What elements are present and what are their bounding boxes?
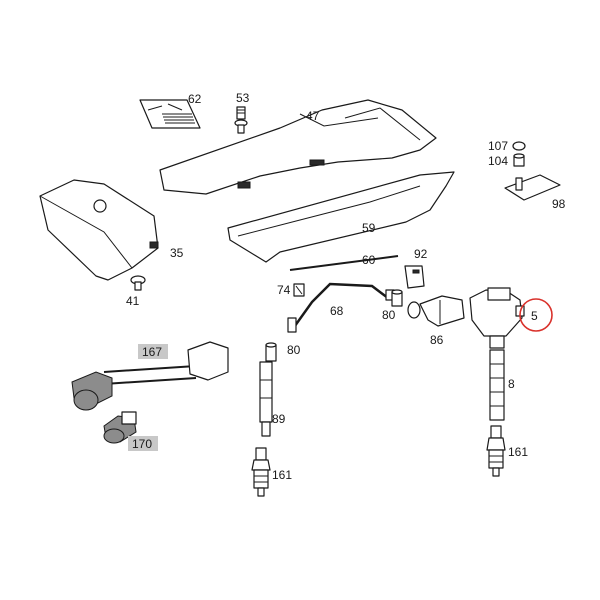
- callout-167[interactable]: 167: [142, 345, 162, 359]
- part-161-spark-plug-right[interactable]: [486, 425, 506, 477]
- part-80-sleeve-left[interactable]: [265, 342, 277, 362]
- part-53-screw[interactable]: [234, 106, 248, 134]
- callout-60[interactable]: 60: [362, 253, 376, 267]
- part-86-plug-connector[interactable]: [407, 295, 465, 327]
- part-59-cover-strip[interactable]: [227, 171, 455, 263]
- callout-59[interactable]: 59: [362, 221, 376, 235]
- part-41-bolt[interactable]: [130, 275, 146, 291]
- tag-170-background: [128, 436, 158, 451]
- part-74-clip[interactable]: [293, 283, 305, 297]
- part-80-sleeve-right[interactable]: [391, 289, 403, 307]
- callout-161-right[interactable]: 161: [508, 445, 528, 459]
- callout-92[interactable]: 92: [414, 247, 428, 261]
- callout-74[interactable]: 74: [277, 283, 291, 297]
- callout-47[interactable]: 47: [306, 109, 320, 123]
- part-104-bushing[interactable]: [513, 153, 525, 167]
- part-92-connector[interactable]: [404, 265, 425, 289]
- label-plate-hatch: [162, 113, 195, 124]
- callout-104[interactable]: 104: [488, 154, 508, 168]
- part-98-bracket[interactable]: [504, 174, 561, 201]
- part-5-ignition-coil[interactable]: [469, 287, 525, 349]
- part-167-cable-assembly[interactable]: [71, 341, 229, 411]
- part-89-plug-boot[interactable]: [259, 361, 273, 437]
- callout-5[interactable]: 5: [531, 309, 538, 323]
- part-35-side-cover[interactable]: [39, 179, 159, 281]
- callout-170[interactable]: 170: [132, 437, 152, 451]
- part-47-engine-cover[interactable]: [159, 99, 437, 195]
- callout-62[interactable]: 62: [188, 92, 202, 106]
- callout-41[interactable]: 41: [126, 294, 140, 308]
- callout-89[interactable]: 89: [272, 412, 286, 426]
- callout-161-left[interactable]: 161: [272, 468, 292, 482]
- callout-53[interactable]: 53: [236, 91, 250, 105]
- part-8-coil-extension[interactable]: [489, 349, 505, 421]
- part-60-rod[interactable]: [289, 255, 399, 271]
- callout-80-right[interactable]: 80: [382, 308, 396, 322]
- tag-167-background: [138, 344, 168, 359]
- callout-86[interactable]: 86: [430, 333, 444, 347]
- part-107-cap[interactable]: [512, 141, 526, 151]
- part-161-spark-plug-left[interactable]: [251, 447, 271, 497]
- part-62-label-plate[interactable]: [139, 99, 201, 129]
- callout-68[interactable]: 68: [330, 304, 344, 318]
- callout-80-left[interactable]: 80: [287, 343, 301, 357]
- part-68-ignition-cable[interactable]: [287, 282, 395, 333]
- callout-35[interactable]: 35: [170, 246, 184, 260]
- highlight-circle-5: [519, 298, 553, 332]
- callout-107[interactable]: 107: [488, 139, 508, 153]
- callout-98[interactable]: 98: [552, 197, 566, 211]
- callout-8[interactable]: 8: [508, 377, 515, 391]
- part-170-plug-connector[interactable]: [103, 411, 137, 444]
